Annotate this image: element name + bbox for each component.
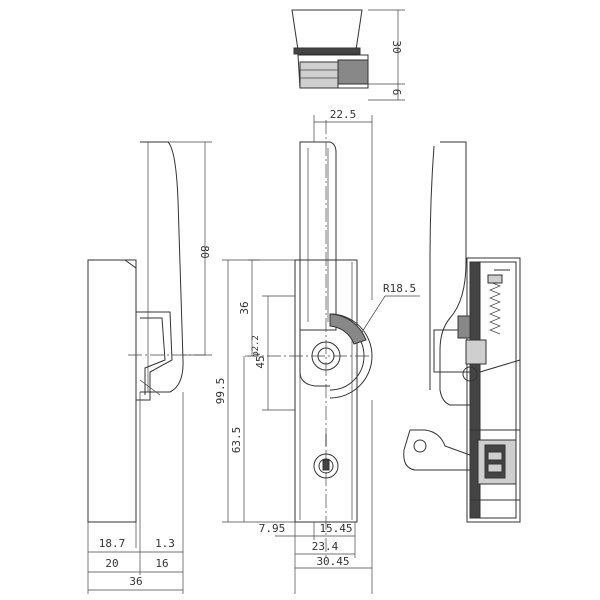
top-view: 30 6	[291, 9, 405, 101]
dim-left-20: 20	[105, 557, 118, 570]
dim-top-6: 6	[390, 89, 403, 96]
dim-front-23-4: 23.4	[312, 540, 339, 553]
right-view-section	[403, 141, 521, 523]
dim-front-45: 45	[254, 355, 267, 368]
left-view: 80 18.7 1.3 20 16 36	[87, 141, 212, 594]
dim-front-r18-5: R18.5	[383, 282, 416, 295]
dim-left-36: 36	[129, 575, 142, 588]
dim-top-30: 30	[390, 40, 403, 53]
dim-front-phi-2-2: φ2.2	[251, 335, 261, 357]
dim-front-99-5: 99.5	[214, 378, 227, 405]
front-view: 22.5 R18.5 36 45 φ2.2 99.5 63.5 7.95 1	[214, 108, 420, 594]
dim-left-1-3: 1.3	[155, 537, 175, 550]
dim-left-80: 80	[198, 245, 211, 258]
dim-front-7-95: 7.95	[259, 522, 286, 535]
dim-front-30-45: 30.45	[316, 555, 349, 568]
dim-front-36: 36	[238, 301, 251, 314]
dim-front-15-45: 15.45	[319, 522, 352, 535]
dim-front-22-5: 22.5	[330, 108, 357, 121]
dim-left-18-7: 18.7	[99, 537, 126, 550]
dim-left-16: 16	[155, 557, 168, 570]
dim-front-63-5: 63.5	[230, 427, 243, 454]
